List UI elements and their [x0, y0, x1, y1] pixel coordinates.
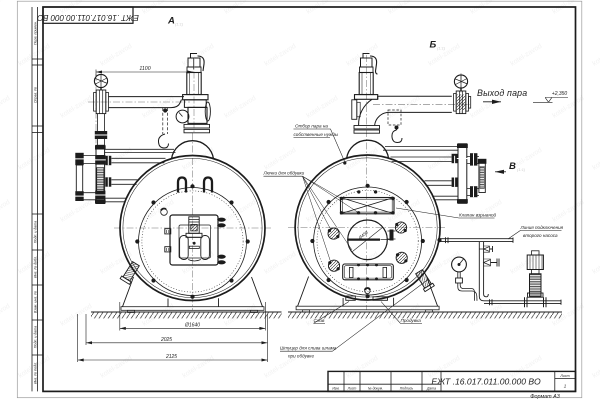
- svg-text:Подпись: Подпись: [400, 387, 414, 391]
- svg-text:Штуцер для слива шлама: Штуцер для слива шлама: [280, 346, 337, 351]
- svg-text:Лист: Лист: [559, 374, 569, 378]
- svg-text:второго насоса: второго насоса: [523, 233, 558, 238]
- svg-text:ЕЖТ .16.017.011.00.000 ВО: ЕЖТ .16.017.011.00.000 ВО: [431, 376, 541, 386]
- svg-text:Дата: Дата: [426, 387, 436, 391]
- svg-text:Инв. № подл.: Инв. № подл.: [34, 362, 38, 384]
- svg-text:Клапан взрывной: Клапан взрывной: [459, 211, 497, 217]
- svg-text:Отбор пара на: Отбор пара на: [295, 123, 328, 128]
- svg-text:Ø450: Ø450: [357, 229, 369, 240]
- svg-text:собственные нужды: собственные нужды: [294, 132, 339, 137]
- svg-text:2025: 2025: [160, 337, 172, 343]
- svg-text:(1:1): (1:1): [175, 22, 184, 27]
- svg-text:ЕЖТ .16.017.011.00.000 ВО: ЕЖТ .16.017.011.00.000 ВО: [37, 13, 139, 22]
- svg-text:Подп. и дата: Подп. и дата: [34, 326, 38, 349]
- svg-text:Выход пара: Выход пара: [477, 88, 527, 98]
- svg-text:Б: Б: [430, 40, 437, 51]
- svg-text:Подп. и дата: Подп. и дата: [34, 221, 38, 244]
- svg-text:Взам. инв. №: Взам. инв. №: [34, 291, 38, 313]
- svg-text:Продувка: Продувка: [401, 318, 422, 323]
- svg-text:1100: 1100: [139, 66, 150, 72]
- svg-text:(1:1): (1:1): [517, 167, 526, 172]
- svg-text:2125: 2125: [165, 354, 177, 360]
- svg-text:+2,350: +2,350: [552, 91, 568, 97]
- svg-text:Лист: Лист: [347, 387, 357, 391]
- svg-text:Ø1640: Ø1640: [184, 322, 200, 328]
- svg-text:Слив: Слив: [314, 318, 325, 323]
- svg-text:Формат А3: Формат А3: [530, 394, 560, 400]
- svg-text:Справ. №: Справ. №: [34, 87, 38, 103]
- svg-text:Изм.: Изм.: [332, 387, 339, 391]
- svg-text:(1:1): (1:1): [437, 46, 446, 51]
- svg-text:Линия подключения: Линия подключения: [520, 225, 564, 230]
- svg-text:А: А: [167, 16, 175, 27]
- svg-text:Перв. примен.: Перв. примен.: [34, 21, 38, 45]
- svg-text:Лючки для обдувки: Лючки для обдувки: [263, 171, 305, 176]
- svg-text:№ докум.: № докум.: [368, 387, 383, 391]
- svg-text:В: В: [509, 161, 516, 172]
- svg-text:1: 1: [564, 384, 567, 389]
- svg-text:Инв. № дубл.: Инв. № дубл.: [34, 256, 38, 278]
- svg-text:при обдувке: при обдувке: [288, 354, 314, 359]
